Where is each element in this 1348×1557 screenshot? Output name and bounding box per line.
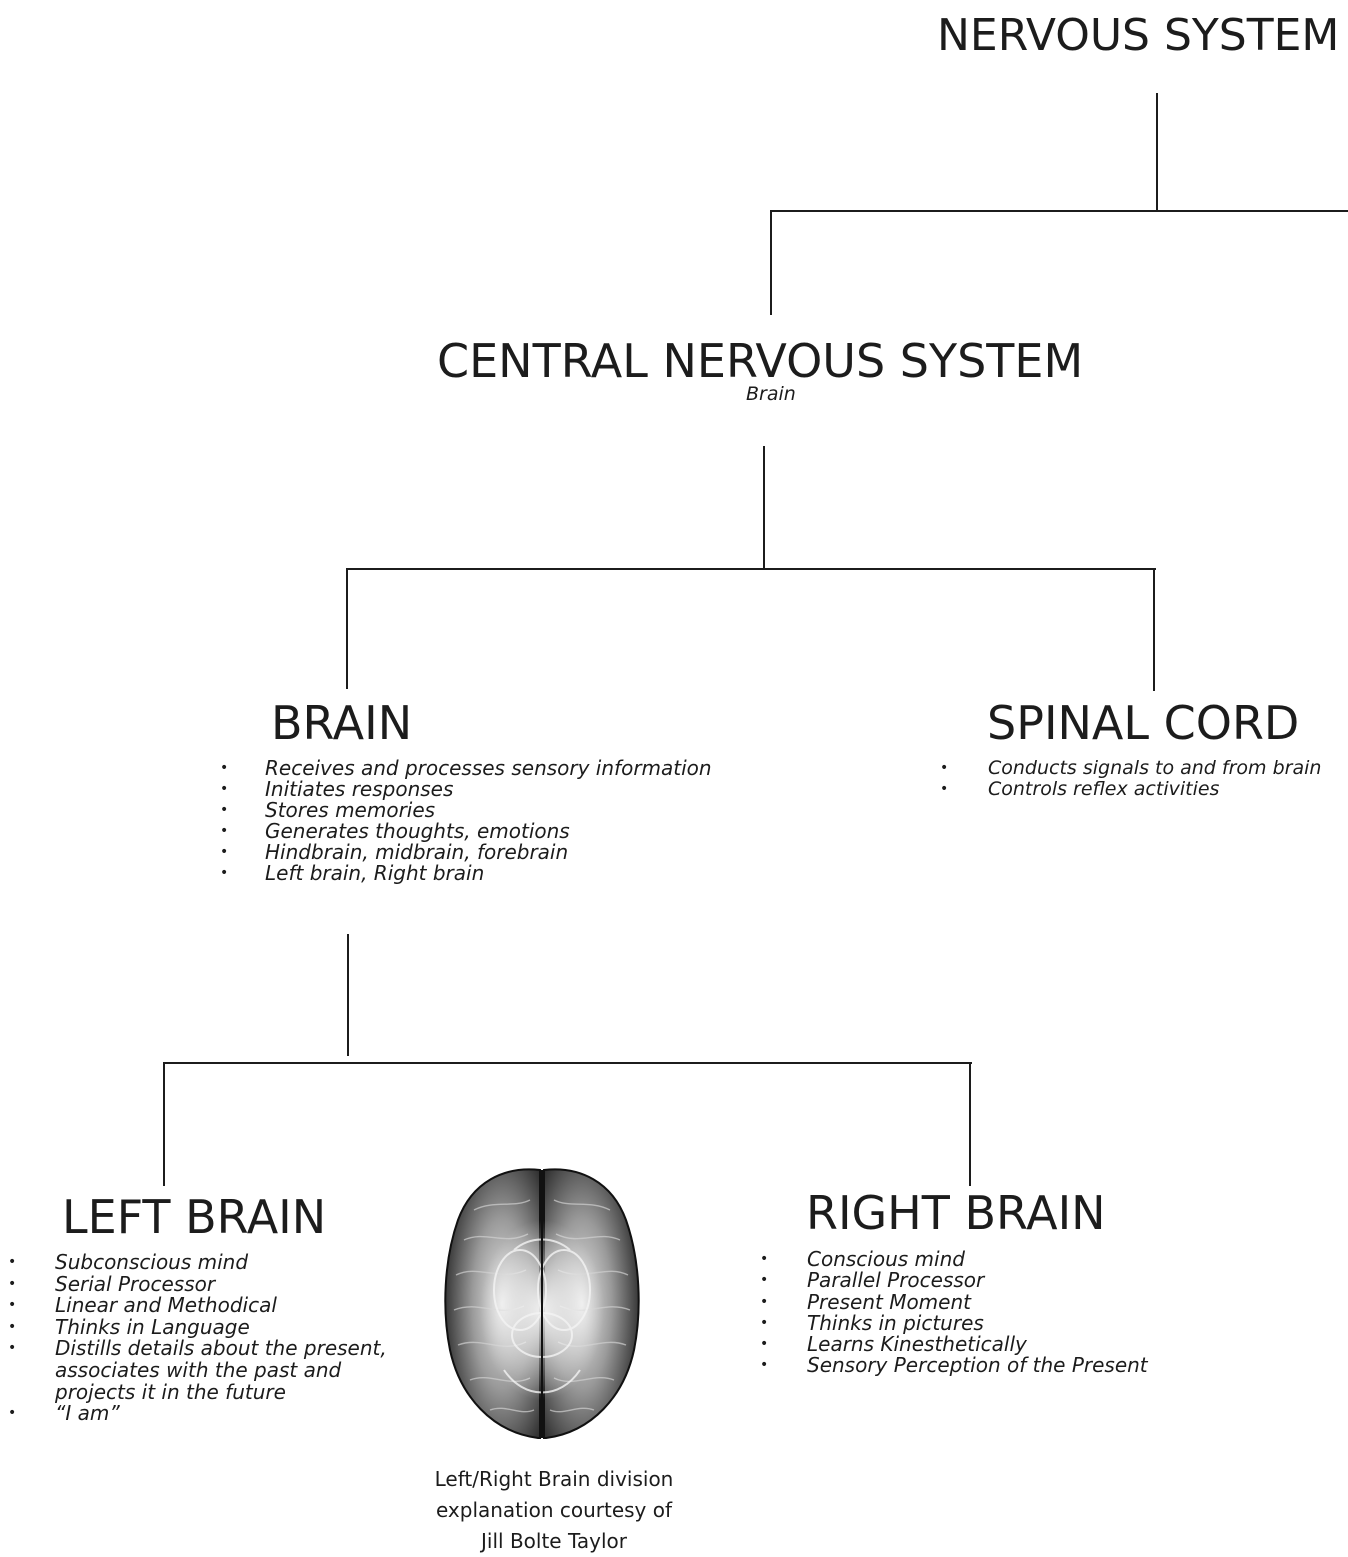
- list-item: •“I am”: [55, 1403, 387, 1425]
- list-item: •Receives and processes sensory informat…: [265, 758, 712, 779]
- list-item: •Generates thoughts, emotions: [265, 821, 712, 842]
- cns-subtitle: Brain: [746, 385, 796, 404]
- connector-to-cns: [770, 210, 772, 315]
- connector-cns-down: [763, 446, 765, 570]
- brain-illustration-icon: [434, 1160, 650, 1448]
- list-item: •Conducts signals to and from brain: [988, 758, 1321, 779]
- caption-line: Jill Bolte Taylor: [404, 1526, 704, 1557]
- list-item: •Serial Processor: [55, 1274, 387, 1296]
- list-item: •Subconscious mind: [55, 1252, 387, 1274]
- left-brain-bullet-list: •Subconscious mind •Serial Processor •Li…: [55, 1252, 387, 1425]
- connector-to-left-brain: [163, 1062, 165, 1186]
- list-item: •Distills details about the present, ass…: [55, 1338, 387, 1403]
- caption-line: explanation courtesy of: [404, 1495, 704, 1526]
- brain-bullet-list: •Receives and processes sensory informat…: [265, 758, 712, 884]
- connector-to-spinal-cord: [1153, 568, 1155, 691]
- connector-ns-down: [1156, 93, 1158, 211]
- connector-cns-branch: [346, 568, 1156, 570]
- left-brain-title: LEFT BRAIN: [62, 1194, 326, 1240]
- list-item: •Learns Kinesthetically: [807, 1334, 1148, 1355]
- connector-to-right-brain: [969, 1062, 971, 1186]
- list-item: •Initiates responses: [265, 779, 712, 800]
- connector-brain-down: [347, 934, 349, 1056]
- list-item: •Present Moment: [807, 1292, 1148, 1313]
- spinal-cord-title: SPINAL CORD: [987, 700, 1299, 746]
- caption-line: Left/Right Brain division: [404, 1464, 704, 1495]
- list-item: •Parallel Processor: [807, 1270, 1148, 1291]
- brain-title: BRAIN: [271, 700, 412, 746]
- list-item: •Controls reflex activities: [988, 779, 1321, 800]
- list-item: •Thinks in Language: [55, 1317, 387, 1339]
- nervous-system-title: NERVOUS SYSTEM: [937, 14, 1339, 58]
- right-brain-title: RIGHT BRAIN: [806, 1190, 1106, 1236]
- list-item: •Sensory Perception of the Present: [807, 1355, 1148, 1376]
- list-item: •Conscious mind: [807, 1249, 1148, 1270]
- cns-title: CENTRAL NERVOUS SYSTEM: [437, 338, 1083, 384]
- right-brain-bullet-list: •Conscious mind •Parallel Processor •Pre…: [807, 1249, 1148, 1377]
- spinal-cord-bullet-list: •Conducts signals to and from brain •Con…: [988, 758, 1321, 800]
- list-item: •Linear and Methodical: [55, 1295, 387, 1317]
- list-item: •Hindbrain, midbrain, forebrain: [265, 842, 712, 863]
- list-item: •Thinks in pictures: [807, 1313, 1148, 1334]
- list-item: •Stores memories: [265, 800, 712, 821]
- list-item: •Left brain, Right brain: [265, 863, 712, 884]
- connector-to-brain: [346, 568, 348, 689]
- image-caption: Left/Right Brain division explanation co…: [404, 1464, 704, 1557]
- connector-brain-branch: [163, 1062, 972, 1064]
- connector-ns-branch: [770, 210, 1348, 212]
